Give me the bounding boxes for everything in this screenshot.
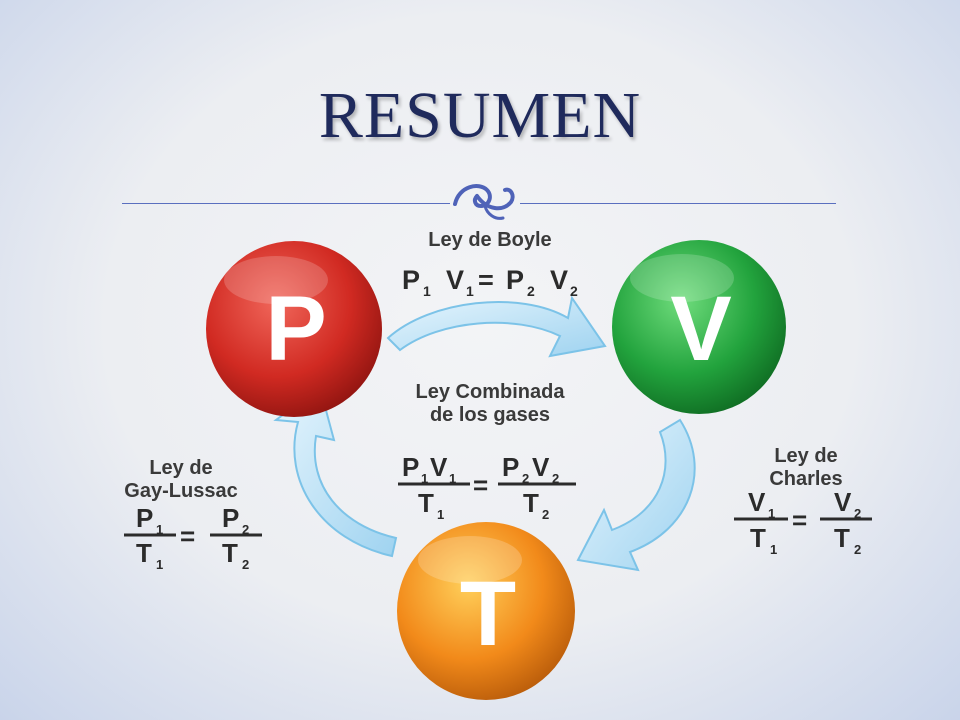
svg-text:1: 1 [156,557,163,572]
title-divider-left [122,203,450,204]
svg-text:T: T [834,523,850,553]
svg-text:P: P [506,265,524,295]
gay-lussac-law-title-line2: Gay-Lussac [124,480,237,502]
svg-text:2: 2 [542,507,549,522]
charles-law: Ley de Charles V 1 T 1 = V 2 T 2 [734,445,872,557]
svg-text:2: 2 [552,471,559,486]
svg-text:P: P [402,452,419,482]
arrow-p-to-v-icon [386,295,607,358]
gay-lussac-law: Ley de Gay-Lussac P 1 T 1 = P 2 T 2 [124,457,262,572]
svg-text:P: P [136,503,153,533]
svg-text:P: P [402,265,420,295]
svg-text:2: 2 [242,557,249,572]
pressure-node: P [206,241,382,417]
svg-text:P: P [222,503,239,533]
slide-title: RESUMEN [318,79,642,152]
svg-text:2: 2 [527,283,535,299]
svg-text:V: V [446,265,464,295]
pressure-node-letter: P [265,278,326,380]
svg-text:V: V [550,265,568,295]
svg-text:2: 2 [854,506,861,521]
svg-text:P: P [502,452,519,482]
combined-law-formula: P 1 V 1 T 1 = P 2 V 2 T 2 [398,452,576,522]
svg-text:=: = [473,470,488,500]
svg-text:T: T [418,488,434,518]
svg-text:T: T [523,488,539,518]
svg-text:2: 2 [242,522,249,537]
svg-text:T: T [750,523,766,553]
svg-text:1: 1 [437,507,444,522]
boyle-law-title: Ley de Boyle [428,229,551,251]
svg-text:T: T [222,538,238,568]
title-divider-right [520,203,836,204]
arrow-v-to-t-icon [576,418,696,572]
svg-text:=: = [180,521,195,551]
svg-text:T: T [136,538,152,568]
gay-lussac-law-formula: P 1 T 1 = P 2 T 2 [124,503,262,572]
charles-law-formula: V 1 T 1 = V 2 T 2 [734,487,872,557]
boyle-law: Ley de Boyle P 1 V 1 = P 2 V 2 [402,229,578,299]
svg-text:2: 2 [854,542,861,557]
temperature-node: T [397,522,575,700]
svg-text:1: 1 [156,522,163,537]
combined-gas-law: Ley Combinada de los gases P 1 V 1 T 1 =… [398,381,576,522]
svg-text:1: 1 [770,542,777,557]
boyle-law-formula: P 1 V 1 = P 2 V 2 [402,265,578,299]
volume-node: V [612,240,786,414]
volume-node-letter: V [670,278,731,380]
gay-lussac-law-title-line1: Ley de [149,457,212,479]
charles-law-title-line1: Ley de [774,445,837,467]
svg-text:1: 1 [768,506,775,521]
svg-text:1: 1 [423,283,431,299]
temperature-node-letter: T [460,563,516,665]
svg-text:V: V [834,487,852,517]
svg-text:V: V [748,487,766,517]
combined-law-title-line1: Ley Combinada [416,381,566,403]
svg-text:V: V [430,452,448,482]
fleuron-ornament-icon [453,184,515,220]
svg-text:V: V [532,452,550,482]
combined-law-title-line2: de los gases [430,404,550,426]
svg-text:2: 2 [522,471,529,486]
svg-text:1: 1 [449,471,456,486]
svg-text:=: = [478,265,494,295]
charles-law-title-line2: Charles [769,468,842,490]
svg-text:=: = [792,505,807,535]
svg-text:2: 2 [570,283,578,299]
svg-text:1: 1 [466,283,474,299]
svg-text:1: 1 [421,471,428,486]
